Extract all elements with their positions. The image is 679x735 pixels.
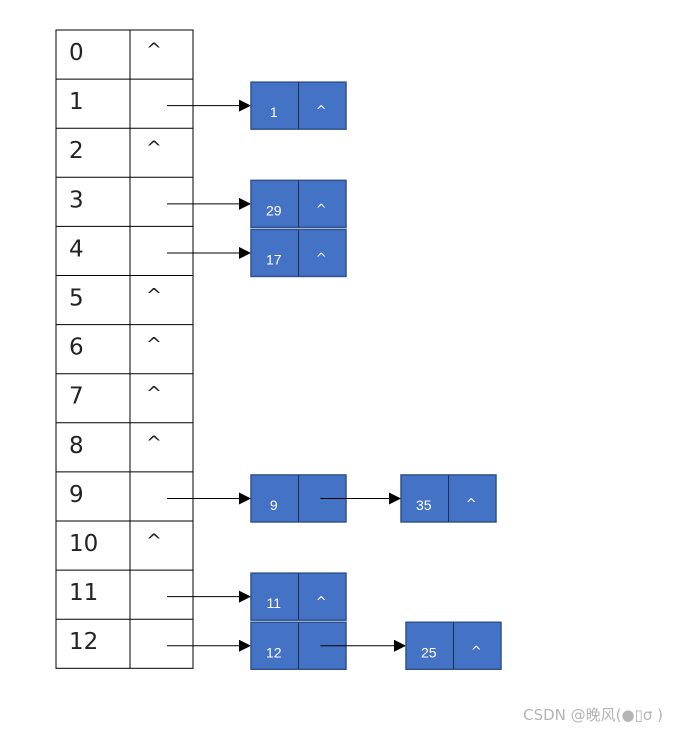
slot-null-pointer: ^ bbox=[146, 334, 162, 356]
slot-index: 9 bbox=[69, 482, 84, 508]
node-null-pointer: ^ bbox=[316, 202, 327, 217]
slot-index: 5 bbox=[69, 286, 84, 312]
slot-index: 7 bbox=[69, 384, 84, 410]
node-value: 17 bbox=[266, 251, 282, 267]
slot-index: 11 bbox=[69, 580, 98, 606]
slot-null-pointer: ^ bbox=[146, 432, 162, 454]
slot-index: 6 bbox=[69, 335, 84, 361]
chain-slot-3: 29 ^ bbox=[167, 179, 347, 229]
slot-index: 4 bbox=[69, 236, 84, 262]
node-null-pointer: ^ bbox=[466, 497, 477, 512]
csdn-watermark: CSDN @晚风(●▯σ ) bbox=[523, 706, 663, 724]
node-null-pointer: ^ bbox=[471, 644, 482, 659]
slot-null-pointer: ^ bbox=[146, 285, 162, 307]
node-value: 35 bbox=[416, 497, 432, 513]
node-null-pointer: ^ bbox=[316, 104, 327, 119]
node-null-pointer: ^ bbox=[316, 595, 327, 610]
slot-index: 12 bbox=[69, 629, 98, 655]
slot-null-pointer: ^ bbox=[146, 383, 162, 405]
node-value: 25 bbox=[421, 644, 437, 660]
node-value: 11 bbox=[266, 595, 281, 611]
slot-index: 0 bbox=[69, 40, 84, 66]
slot-index: 10 bbox=[69, 531, 98, 557]
node-value: 9 bbox=[270, 497, 278, 513]
chain-slot-12: 12 25 ^ bbox=[167, 621, 502, 670]
slot-null-pointer: ^ bbox=[146, 530, 162, 552]
node-value: 29 bbox=[266, 202, 282, 218]
node-null-pointer: ^ bbox=[316, 251, 327, 266]
chain-slot-4: 17 ^ bbox=[167, 228, 347, 278]
slot-null-pointer: ^ bbox=[146, 137, 162, 159]
chain-slot-11: 11 ^ bbox=[167, 572, 347, 621]
slot-index: 1 bbox=[69, 89, 84, 115]
slot-index: 8 bbox=[69, 433, 84, 459]
slot-index: 3 bbox=[69, 187, 84, 213]
chain-slot-1: 1^ bbox=[167, 81, 347, 130]
node-value: 12 bbox=[266, 644, 282, 660]
slot-null-pointer: ^ bbox=[146, 39, 162, 61]
node-value: 1 bbox=[270, 104, 278, 120]
slot-index: 2 bbox=[69, 138, 84, 164]
table-frame bbox=[55, 29, 194, 669]
chain-slot-9: 9 35 ^ bbox=[167, 474, 497, 523]
